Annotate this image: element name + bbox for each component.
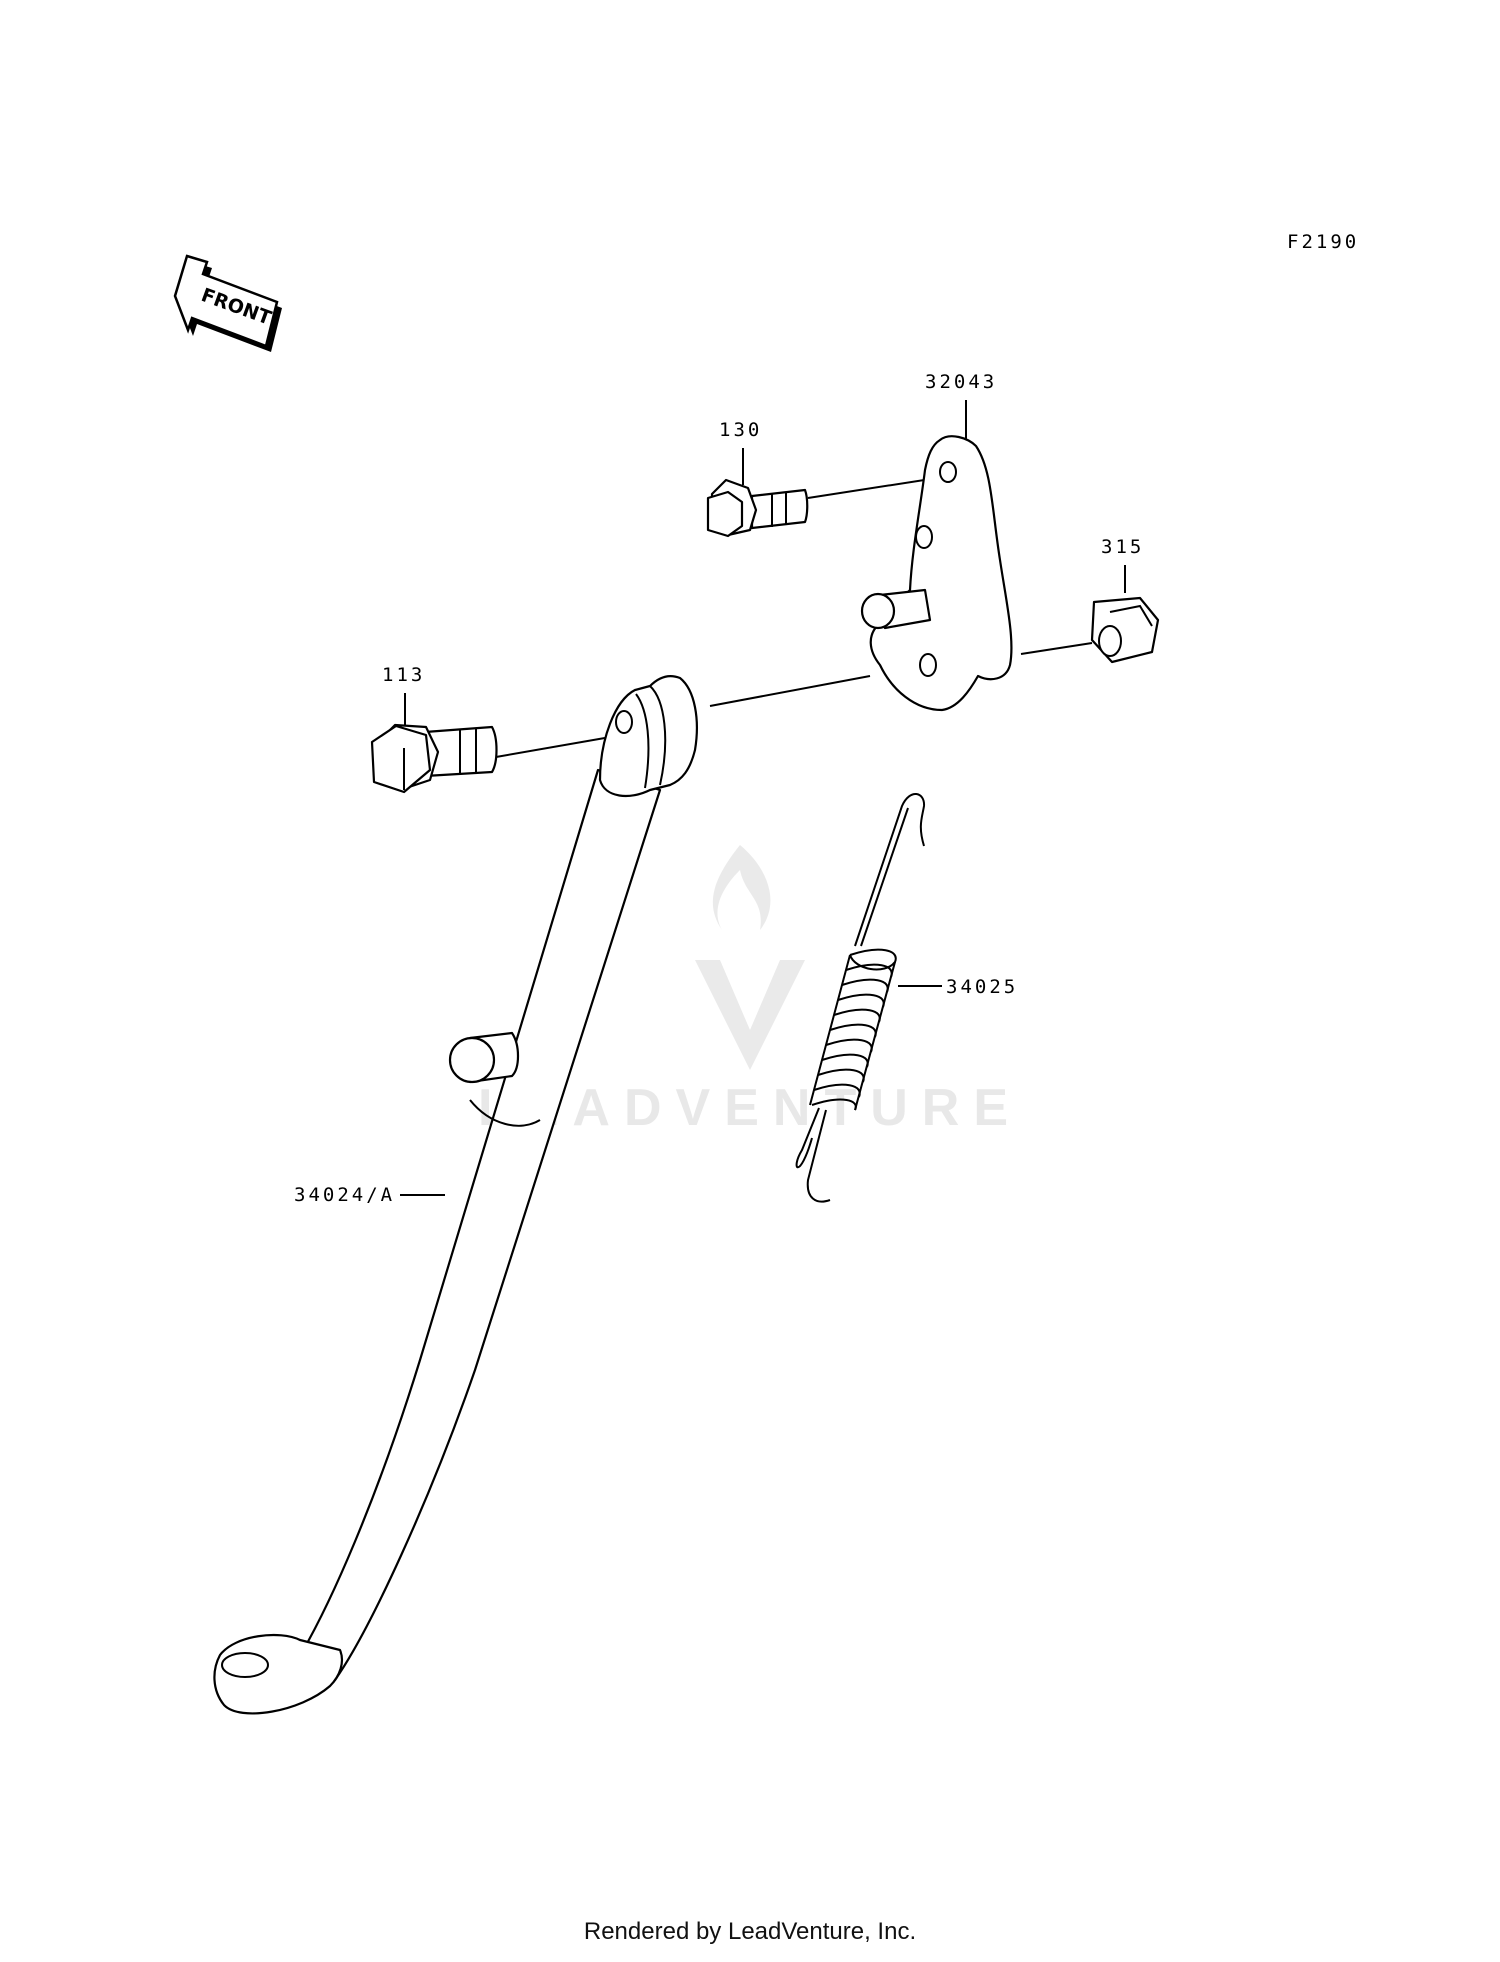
bracket-32043[interactable]	[860, 435, 1013, 712]
label-part-32043[interactable]: 32043	[925, 371, 997, 393]
side-stand-34024a[interactable]	[213, 675, 698, 1715]
spring-coil	[809, 948, 897, 1111]
footer-credit: Rendered by LeadVenture, Inc.	[583, 1918, 917, 1945]
front-arrow-icon: FRONT	[173, 254, 282, 352]
nut-315[interactable]	[1090, 596, 1160, 664]
spring-34025[interactable]	[795, 793, 926, 1203]
bolt-113[interactable]	[370, 723, 498, 794]
diagram-code: F2190	[1287, 231, 1359, 253]
label-part-315[interactable]: 315	[1101, 536, 1144, 558]
label-part-34024a[interactable]: 34024/A	[294, 1184, 395, 1206]
bolt-130[interactable]	[706, 478, 809, 538]
label-part-34025[interactable]: 34025	[946, 976, 1018, 998]
leadventure-watermark: LEADVENTURE	[478, 845, 1022, 1137]
watermark-text: LEADVENTURE	[478, 1079, 1022, 1137]
label-part-130[interactable]: 130	[719, 419, 762, 441]
label-part-113[interactable]: 113	[382, 664, 425, 686]
